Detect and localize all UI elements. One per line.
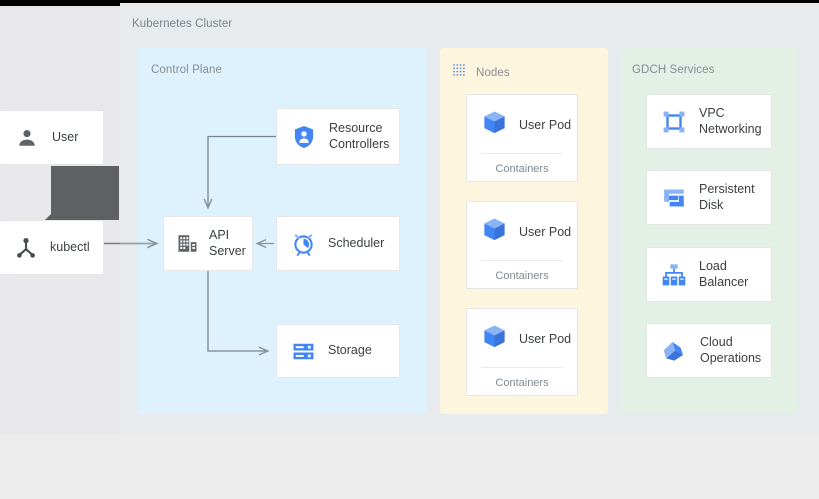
pod-divider xyxy=(481,260,563,261)
group-label-gdch-services: GDCH Services xyxy=(632,64,715,76)
pod-header: User Pod xyxy=(467,95,577,141)
card-api-server[interactable]: API Server xyxy=(163,216,253,271)
top-black-bar-left xyxy=(0,0,120,6)
shield-person-icon xyxy=(291,124,317,150)
vpc-network-icon xyxy=(661,109,687,135)
card-persistent-disk[interactable]: Persistent Disk xyxy=(646,170,772,225)
card-storage[interactable]: Storage xyxy=(276,324,400,378)
kubectl-icon xyxy=(14,236,38,260)
card-resource-controllers[interactable]: Resource Controllers xyxy=(276,108,400,165)
cloud-operations-icon xyxy=(661,337,688,364)
server-building-icon xyxy=(176,232,199,255)
card-kubectl[interactable]: kubectl xyxy=(0,220,104,275)
card-api-server-label: API Server xyxy=(209,227,246,258)
card-user-pod[interactable]: User Pod Containers xyxy=(466,308,578,396)
pod-sublabel: Containers xyxy=(495,163,549,175)
card-kubectl-label: kubectl xyxy=(50,239,90,254)
person-icon xyxy=(16,127,38,149)
card-resource-controllers-label: Resource Controllers xyxy=(329,120,390,151)
alarm-clock-icon xyxy=(291,231,316,256)
card-user-label: User xyxy=(52,129,79,144)
tooltip-overlay xyxy=(45,166,119,220)
card-vpc-networking[interactable]: VPC Networking xyxy=(646,94,772,149)
pod-divider xyxy=(481,367,563,368)
card-scheduler[interactable]: Scheduler xyxy=(276,216,400,271)
card-user-pod-label: User Pod xyxy=(519,118,572,132)
card-persistent-disk-label: Persistent Disk xyxy=(699,181,755,212)
pod-header: User Pod xyxy=(467,309,577,355)
card-load-balancer[interactable]: Load Balancer xyxy=(646,247,772,302)
card-user[interactable]: User xyxy=(0,110,104,165)
group-label-control-plane: Control Plane xyxy=(151,64,222,76)
cube-icon xyxy=(481,323,508,355)
group-label-nodes-text: Nodes xyxy=(476,66,510,79)
card-vpc-networking-label: VPC Networking xyxy=(699,105,762,136)
pod-divider xyxy=(481,153,563,154)
cube-icon xyxy=(481,216,508,248)
card-load-balancer-label: Load Balancer xyxy=(699,258,749,289)
card-user-pod-label: User Pod xyxy=(519,225,572,239)
group-label-nodes: Nodes xyxy=(452,63,510,82)
cube-icon xyxy=(481,109,508,141)
persistent-disk-icon xyxy=(661,185,687,211)
pod-sublabel: Containers xyxy=(495,270,549,282)
card-user-pod[interactable]: User Pod Containers xyxy=(466,201,578,289)
card-scheduler-label: Scheduler xyxy=(328,235,385,250)
storage-rack-icon xyxy=(291,339,316,364)
card-user-pod[interactable]: User Pod Containers xyxy=(466,94,578,182)
cluster-title: Kubernetes Cluster xyxy=(132,18,233,30)
card-storage-label: Storage xyxy=(328,343,372,358)
card-cloud-operations[interactable]: Cloud Operations xyxy=(646,323,772,378)
card-user-pod-label: User Pod xyxy=(519,332,572,346)
pod-header: User Pod xyxy=(467,202,577,248)
pod-sublabel: Containers xyxy=(495,377,549,389)
card-cloud-operations-label: Cloud Operations xyxy=(700,334,762,365)
bottom-pane-background xyxy=(0,434,819,499)
top-black-bar-right xyxy=(120,0,819,3)
load-balancer-icon xyxy=(661,262,687,288)
dotted-grid-icon xyxy=(452,63,468,82)
